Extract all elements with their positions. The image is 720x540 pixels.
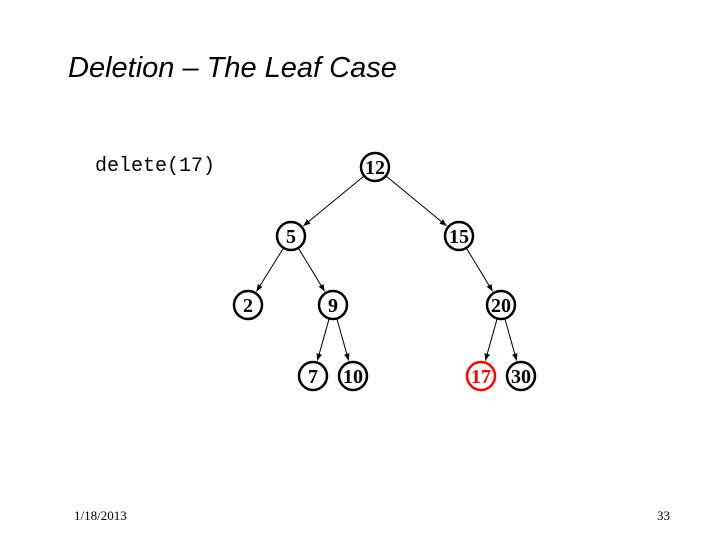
tree-node-circle	[317, 289, 349, 321]
tree-node-label: 5	[286, 226, 296, 248]
tree-edge-9-7	[316, 319, 330, 361]
tree-node-circle	[505, 360, 537, 392]
tree-node-label: 17	[471, 366, 491, 388]
tree-nodes: 12 5 15 2 9 20 7 10 17 30	[232, 151, 537, 392]
tree-node-label: 9	[328, 295, 338, 317]
tree-node-circle	[359, 151, 391, 183]
tree-node-2: 2	[232, 289, 264, 321]
tree-node-circle	[275, 220, 307, 252]
tree-node-circle	[465, 360, 497, 392]
tree-node-circle	[297, 360, 329, 392]
delete-call-code: delete(17)	[95, 155, 216, 178]
tree-node-circle	[337, 360, 369, 392]
tree-edge-12-5	[303, 176, 364, 227]
tree-edge-20-17	[484, 319, 498, 361]
tree-node-circle	[485, 289, 517, 321]
tree-edge-5-2	[256, 248, 284, 292]
tree-node-9: 9	[317, 289, 349, 321]
tree-node-label: 30	[511, 366, 531, 388]
tree-node-15: 15	[443, 220, 475, 252]
tree-node-17: 17	[465, 360, 497, 392]
tree-node-20: 20	[485, 289, 517, 321]
tree-node-5: 5	[275, 220, 307, 252]
tree-node-label: 2	[243, 295, 253, 317]
tree-node-7: 7	[297, 360, 329, 392]
tree-edges	[256, 176, 518, 361]
tree-node-12: 12	[359, 151, 391, 183]
tree-node-label: 15	[449, 226, 469, 248]
tree-edge-5-9	[298, 248, 326, 292]
tree-node-30: 30	[505, 360, 537, 392]
tree-node-label: 12	[365, 157, 385, 179]
tree-edge-20-30	[504, 319, 518, 361]
tree-node-label: 7	[308, 366, 318, 388]
tree-edge-12-15	[386, 176, 447, 227]
footer-page-number: 33	[657, 508, 670, 523]
tree-node-label: 10	[343, 366, 363, 388]
tree-node-circle	[232, 289, 264, 321]
tree-node-label: 20	[491, 295, 511, 317]
slide-title: Deletion – The Leaf Case	[68, 52, 397, 84]
tree-edge-9-10	[336, 319, 350, 361]
tree-edge-15-20	[466, 248, 494, 292]
footer-date: 1/18/2013	[74, 508, 127, 523]
tree-node-circle	[443, 220, 475, 252]
tree-node-10: 10	[337, 360, 369, 392]
